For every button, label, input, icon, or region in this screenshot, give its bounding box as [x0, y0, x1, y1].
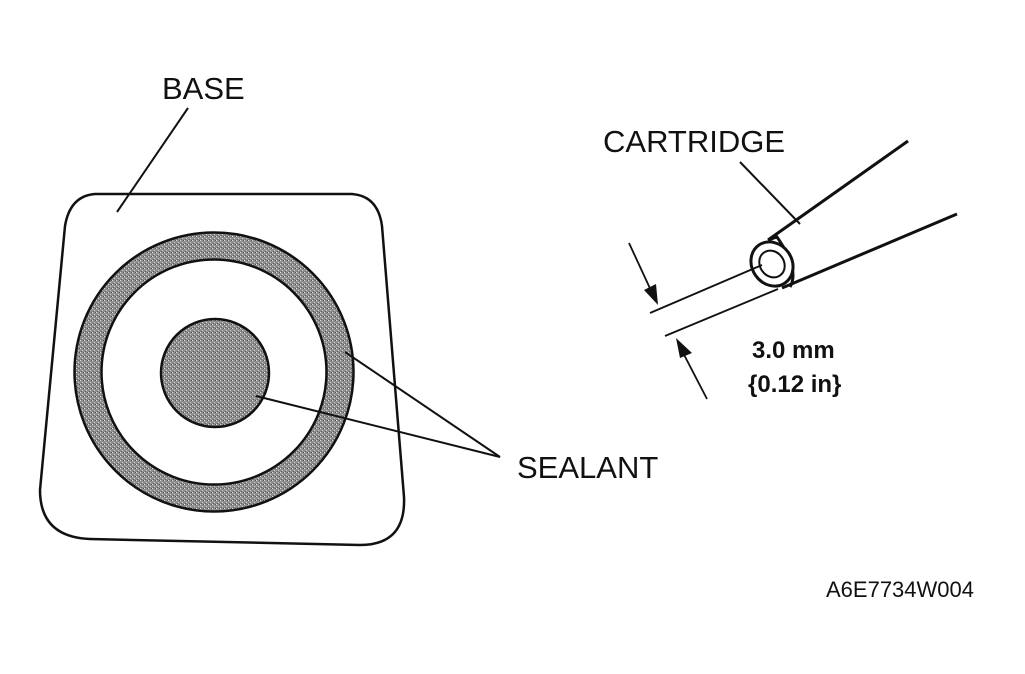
dimension-in-label: {0.12 in}	[748, 371, 841, 398]
sealant-ring	[74, 232, 354, 512]
cartridge-nozzle	[749, 139, 958, 290]
base-leader-line	[116, 107, 189, 213]
base-label: BASE	[162, 71, 245, 106]
cartridge-label: CARTRIDGE	[603, 124, 785, 159]
sealant-leader-line-dot	[255, 395, 501, 458]
sealant-center-dot	[159, 317, 271, 429]
dimension-mm-label: 3.0 mm	[752, 337, 835, 364]
figure-code: A6E7734W004	[826, 577, 974, 602]
sealant-ring-inner-edge	[100, 258, 328, 486]
sealant-ring-outer-edge	[73, 231, 355, 513]
sealant-leader-line-ring	[344, 351, 501, 458]
dimension-marker	[628, 242, 779, 400]
cartridge-leader-line	[739, 161, 801, 225]
sealant-label: SEALANT	[517, 450, 658, 485]
